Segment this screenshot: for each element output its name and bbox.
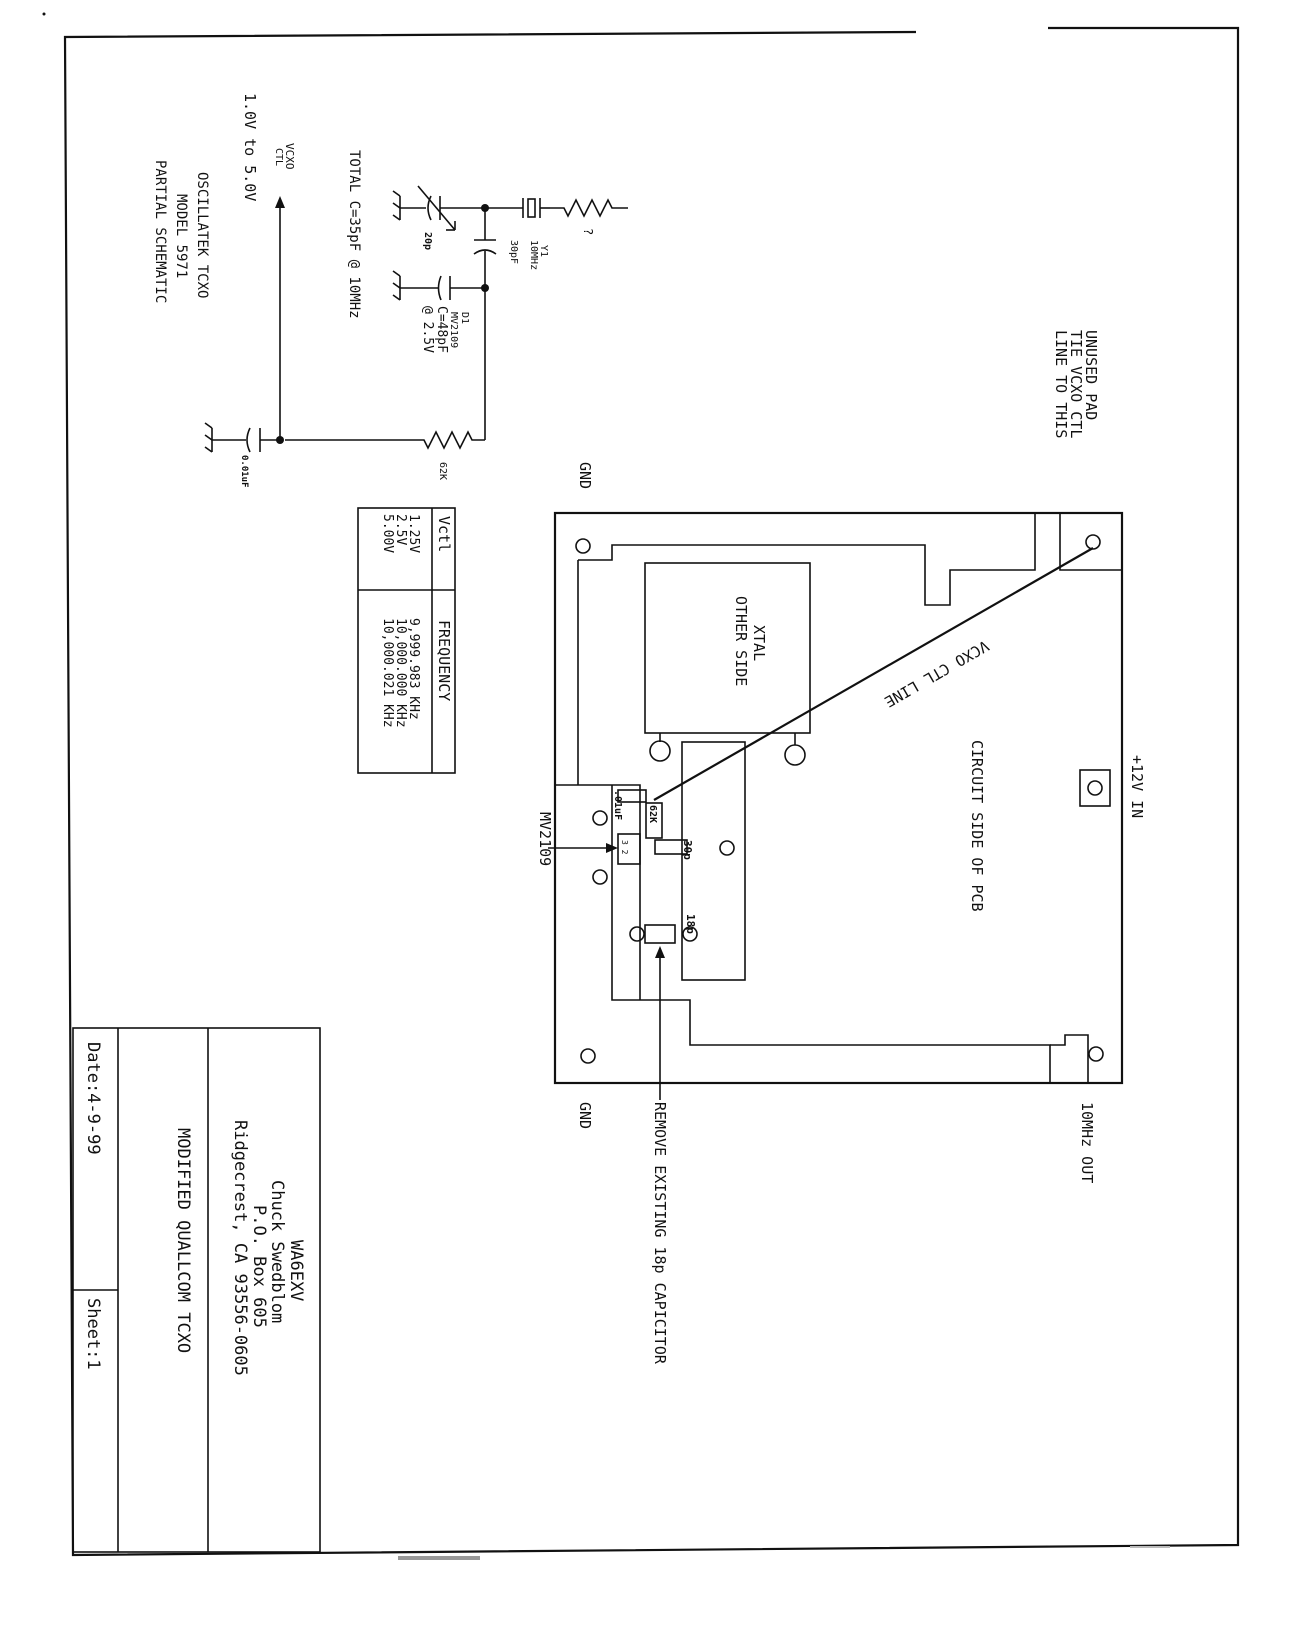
pcb-drawing: UNUSED PAD TIE VCXO CTL LINE TO THIS GND…: [536, 330, 1146, 1365]
varactor-part: MV2109: [448, 312, 459, 348]
plus12v-pad: [1087, 780, 1103, 796]
bypass-cap-label: 0.01uF: [239, 455, 249, 488]
table-row-2-vctl: 2.5V: [393, 514, 408, 545]
vcxo-ctl-line-label: VCXO CTL LINE: [881, 637, 992, 711]
unused-pad-note-3: LINE TO THIS: [1052, 330, 1070, 438]
page-speck: [42, 12, 46, 16]
schematic-title-3: PARTIAL SCHEMATIC: [152, 160, 168, 303]
title-block: WA6EXV Chuck Swedblom P.O. Box 605 Ridge…: [72, 1027, 321, 1553]
mount-hole: [1088, 1046, 1104, 1062]
pcb-varactor-mark: 3 2: [620, 840, 629, 855]
total-c-label: TOTAL C=35pF @ 10MHz: [346, 150, 362, 319]
table-row-1-vctl: 1.25V: [406, 514, 421, 553]
crystal-freq: 10MHz: [528, 240, 539, 270]
scan-smudge: [398, 1546, 1170, 1560]
resistor-unknown-label: ?: [581, 228, 595, 235]
varactor-name: D1: [459, 312, 470, 324]
varactor-bias: @ 2.5V: [420, 306, 435, 353]
title-box: P.O. Box 605: [249, 1205, 269, 1328]
mount-hole: [575, 538, 591, 554]
gnd-top-label: GND: [576, 462, 594, 489]
varactor-cap: C=48pF: [434, 306, 449, 353]
title-sheet: Sheet:1: [83, 1298, 103, 1370]
mount-hole: [580, 1048, 596, 1064]
table-header-frequency: FREQUENCY: [435, 620, 453, 701]
title-city: Ridgecrest, CA 93556-0605: [230, 1120, 250, 1376]
resistor-62k-label: 62K: [437, 462, 448, 480]
cap-series-label: 30pF: [508, 240, 519, 264]
plus12v-label: +12V IN: [1128, 755, 1146, 818]
crystal-name: Y1: [538, 245, 549, 257]
pcb-cap-30p-label: 30p: [681, 840, 694, 860]
xtal-label-2: OTHER SIDE: [732, 596, 750, 686]
remove-note: REMOVE EXISTING 18p CAPICITOR: [651, 1102, 669, 1365]
table-row-3-vctl: 5.00V: [380, 514, 395, 553]
unused-pad-note-2: TIE VCXO CTL: [1067, 330, 1085, 438]
pcb-mv2109-label: MV2109: [536, 812, 554, 866]
vcxo-range: 1.0V to 5.0V: [241, 93, 259, 201]
title-drawing: MODIFIED QUALLCOM TCXO: [173, 1128, 193, 1353]
partial-schematic: ? Y1 10MHz 20p 30pF: [152, 93, 628, 488]
unused-pad-note-1: UNUSED PAD: [1082, 330, 1100, 420]
title-call: WA6EXV: [286, 1240, 306, 1301]
ctl-label: CTL: [273, 148, 284, 166]
gnd-bottom-label: GND: [576, 1102, 594, 1129]
frequency-table: Vctl FREQUENCY 1.25V 2.5V 5.00V 9,999.98…: [357, 507, 456, 774]
table-row-2-freq: 10,000.000 KHz: [393, 618, 408, 728]
vcxo-label: VCXO: [283, 143, 296, 170]
schematic-title-1: OSCILLATEK TCXO: [194, 172, 210, 298]
table-header-vctl: Vctl: [435, 516, 453, 552]
mount-hole: [1085, 534, 1101, 550]
page-border: [63, 26, 1240, 1557]
circuit-side-label: CIRCUIT SIDE OF PCB: [968, 740, 986, 912]
xtal-label-1: XTAL: [750, 625, 768, 661]
pcb-cap-18p-label: 18p: [684, 914, 697, 934]
table-row-3-freq: 10,000.021 KHz: [380, 618, 395, 728]
table-row-1-freq: 9,999.983 KHz: [406, 618, 421, 720]
pcb-res-62k-label: 62K: [647, 805, 658, 823]
schematic-title-2: MODEL 5971: [173, 194, 189, 278]
out-10mhz-label: 10MHz OUT: [1078, 1102, 1096, 1183]
title-date: Date:4-9-99: [83, 1042, 103, 1155]
title-name: Chuck Swedblom: [267, 1180, 287, 1323]
trimmer-label: 20p: [422, 232, 433, 250]
pcb-cap-01-label: .01uF: [612, 790, 623, 820]
